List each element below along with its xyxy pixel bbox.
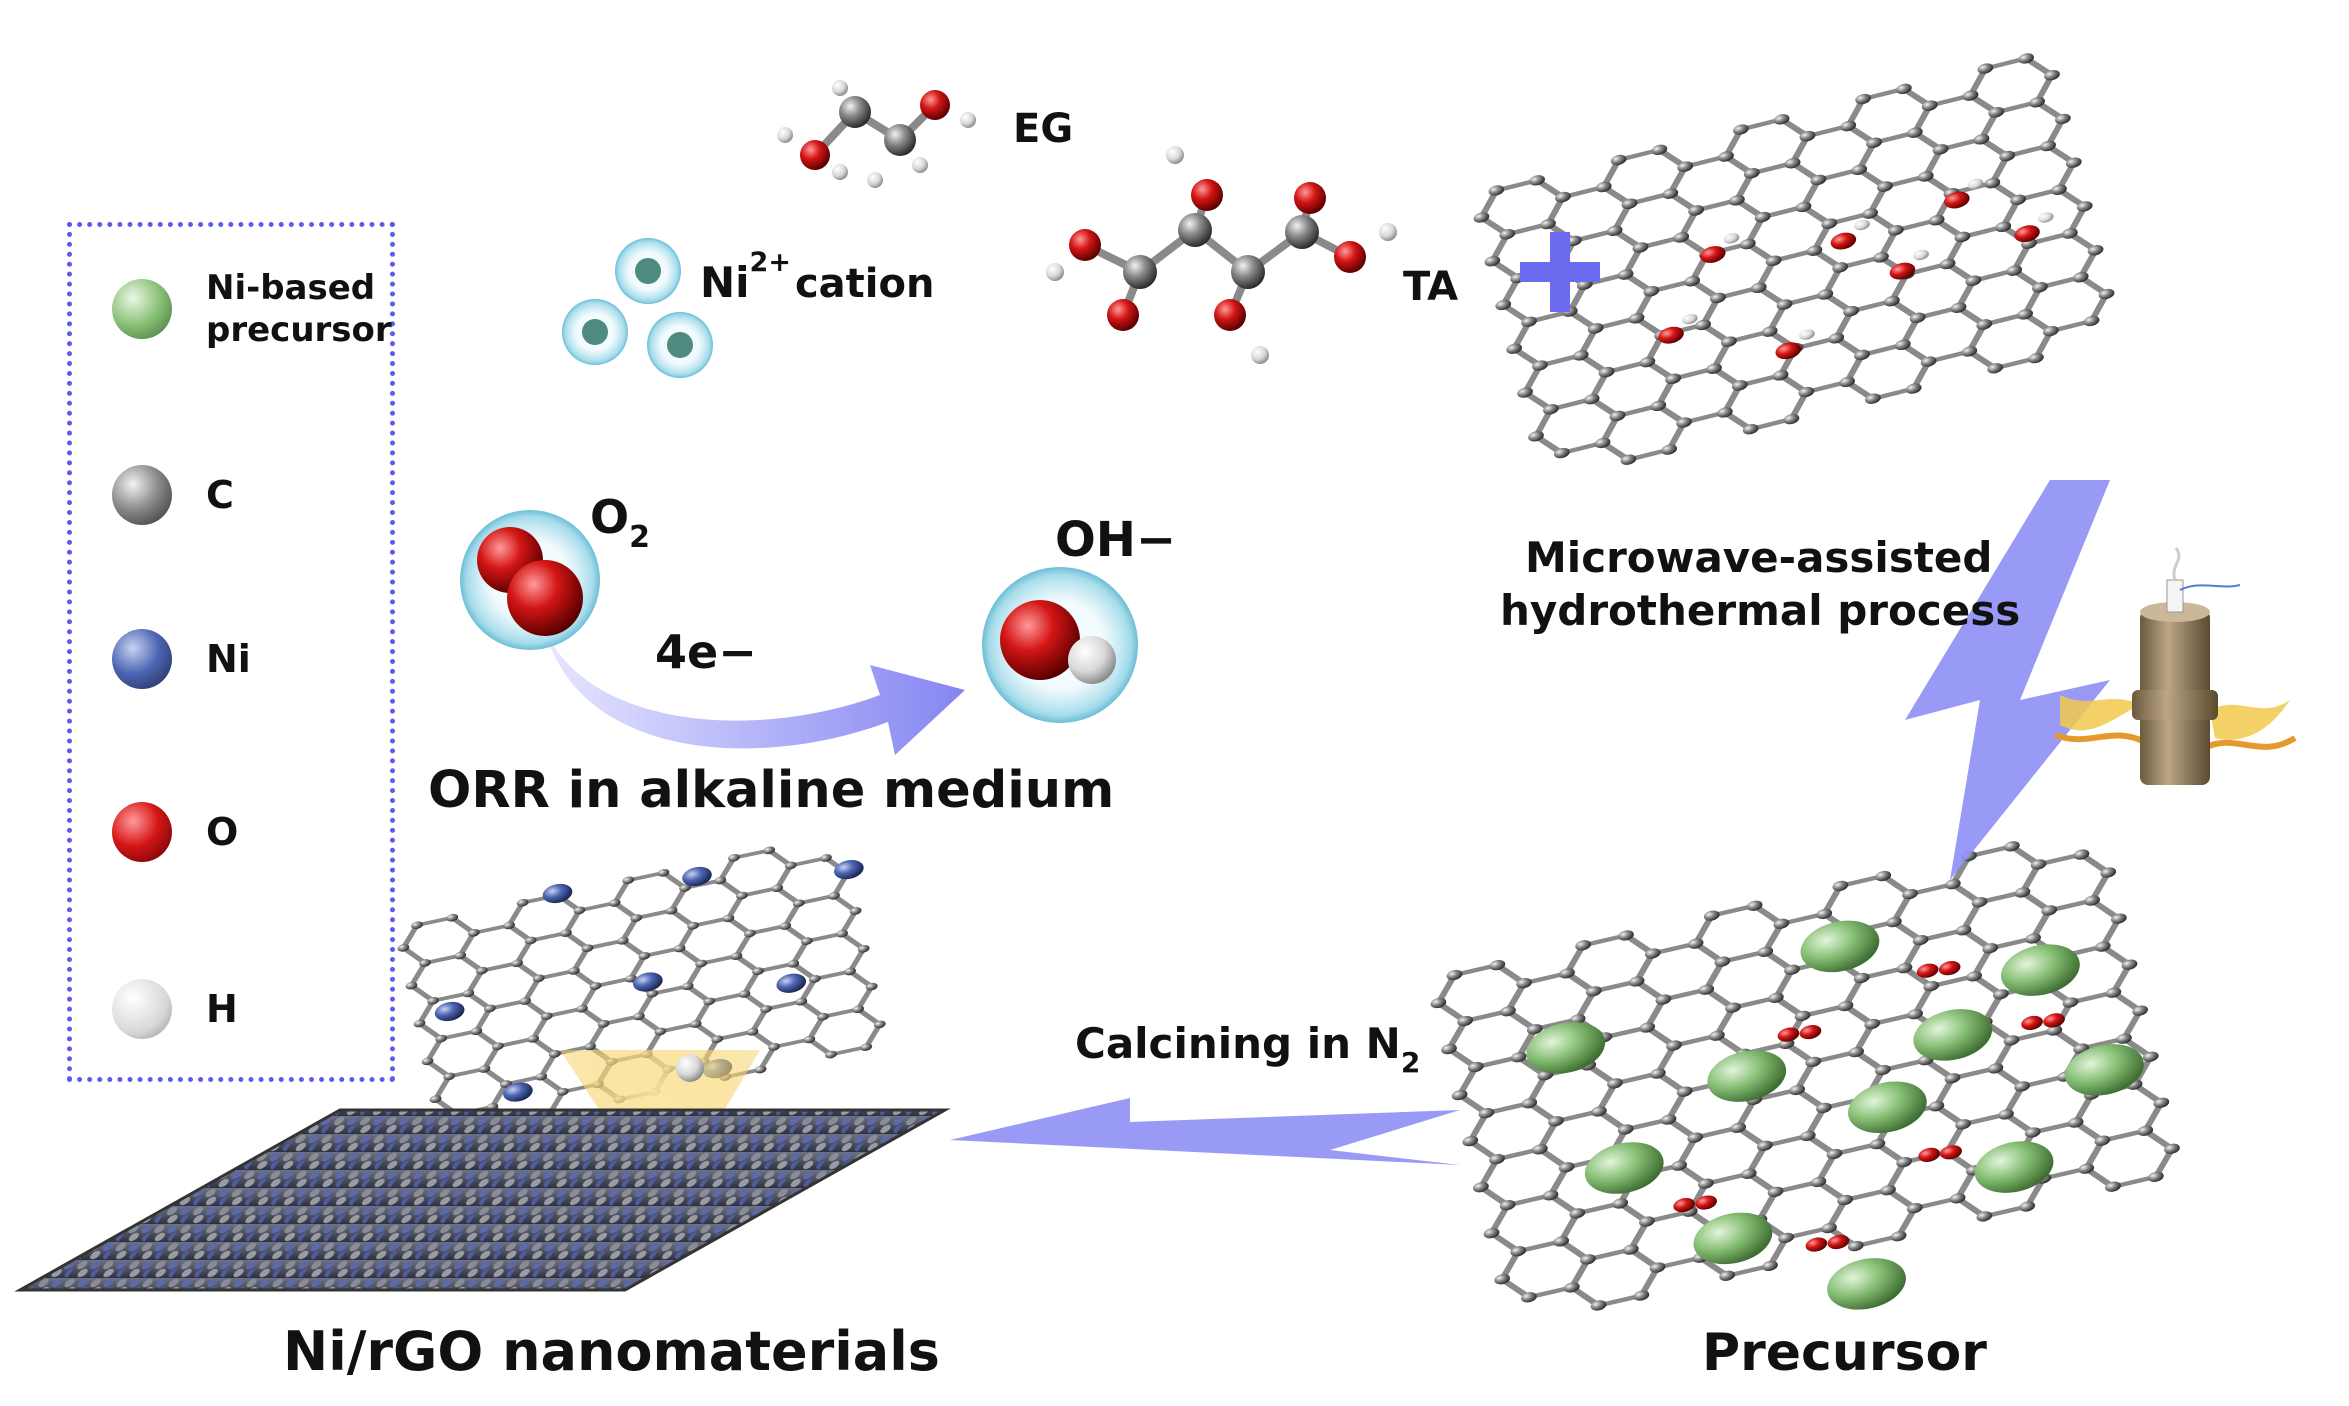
carbon-sphere-icon bbox=[112, 465, 172, 525]
ni-rgo-slab bbox=[14, 1108, 951, 1292]
o2-label: O2 bbox=[590, 490, 650, 555]
o2-symbol: O bbox=[590, 490, 629, 544]
microwave-label-line1: Microwave-assisted bbox=[1525, 533, 1992, 582]
legend-label-carbon: C bbox=[206, 473, 234, 517]
electron-label: 4e− bbox=[655, 625, 757, 679]
ni-rgo-sheet bbox=[397, 846, 886, 1126]
ni-charge: 2+ bbox=[750, 247, 791, 278]
legend-label-nickel: Ni bbox=[206, 637, 251, 681]
ni-cation-icon bbox=[562, 238, 713, 378]
oxygen-sphere-icon bbox=[112, 802, 172, 862]
calcining-text: Calcining in N bbox=[1075, 1019, 1401, 1068]
hydrogen-sphere-icon bbox=[112, 979, 172, 1039]
ethylene-glycol-molecule-icon bbox=[777, 80, 976, 188]
legend-item-oxygen: O bbox=[112, 802, 238, 862]
hydroxide-label: OH− bbox=[1055, 512, 1176, 568]
precursor-sheet bbox=[1430, 841, 2180, 1311]
ta-label: TA bbox=[1403, 264, 1458, 310]
tartaric-acid-molecule-icon bbox=[1046, 146, 1397, 364]
graphene-oxide-sheet bbox=[1473, 53, 2115, 465]
n2-subscript: 2 bbox=[1401, 1046, 1420, 1079]
cation-word: cation bbox=[795, 261, 935, 307]
autoclave-icon bbox=[2053, 547, 2297, 785]
microwave-process-arrow bbox=[1905, 480, 2110, 880]
precursor-label: Precursor bbox=[1702, 1323, 1987, 1383]
legend-label-hydrogen: H bbox=[206, 987, 238, 1031]
o2-molecule-icon bbox=[460, 510, 600, 650]
nickel-sphere-icon bbox=[112, 629, 172, 689]
legend-label-ni-based: Ni-based bbox=[206, 268, 376, 308]
legend-item-carbon: C bbox=[112, 465, 234, 525]
ni-symbol: Ni bbox=[700, 258, 750, 307]
microwave-label-line2: hydrothermal process bbox=[1500, 586, 2020, 635]
legend-label-oxygen: O bbox=[206, 810, 239, 854]
orr-label: ORR in alkaline medium bbox=[428, 761, 1114, 820]
plus-sign-icon bbox=[1520, 232, 1600, 312]
legend-label-precursor: precursor bbox=[206, 310, 392, 350]
calcining-process-arrow bbox=[950, 1098, 1460, 1165]
eg-label: EG bbox=[1013, 106, 1073, 152]
product-label: Ni/rGO nanomaterials bbox=[283, 1320, 940, 1383]
calcining-label: Calcining in N2 bbox=[1075, 1019, 1420, 1079]
orr-reaction-arc bbox=[545, 630, 965, 755]
legend-item-hydrogen: H bbox=[112, 979, 238, 1039]
hydroxide-molecule-icon bbox=[982, 567, 1138, 723]
legend-item-nickel: Ni bbox=[112, 629, 251, 689]
green-sphere-icon bbox=[112, 279, 172, 339]
ni-cation-label: Ni2+cation bbox=[700, 247, 934, 307]
o2-subscript: 2 bbox=[629, 520, 650, 555]
